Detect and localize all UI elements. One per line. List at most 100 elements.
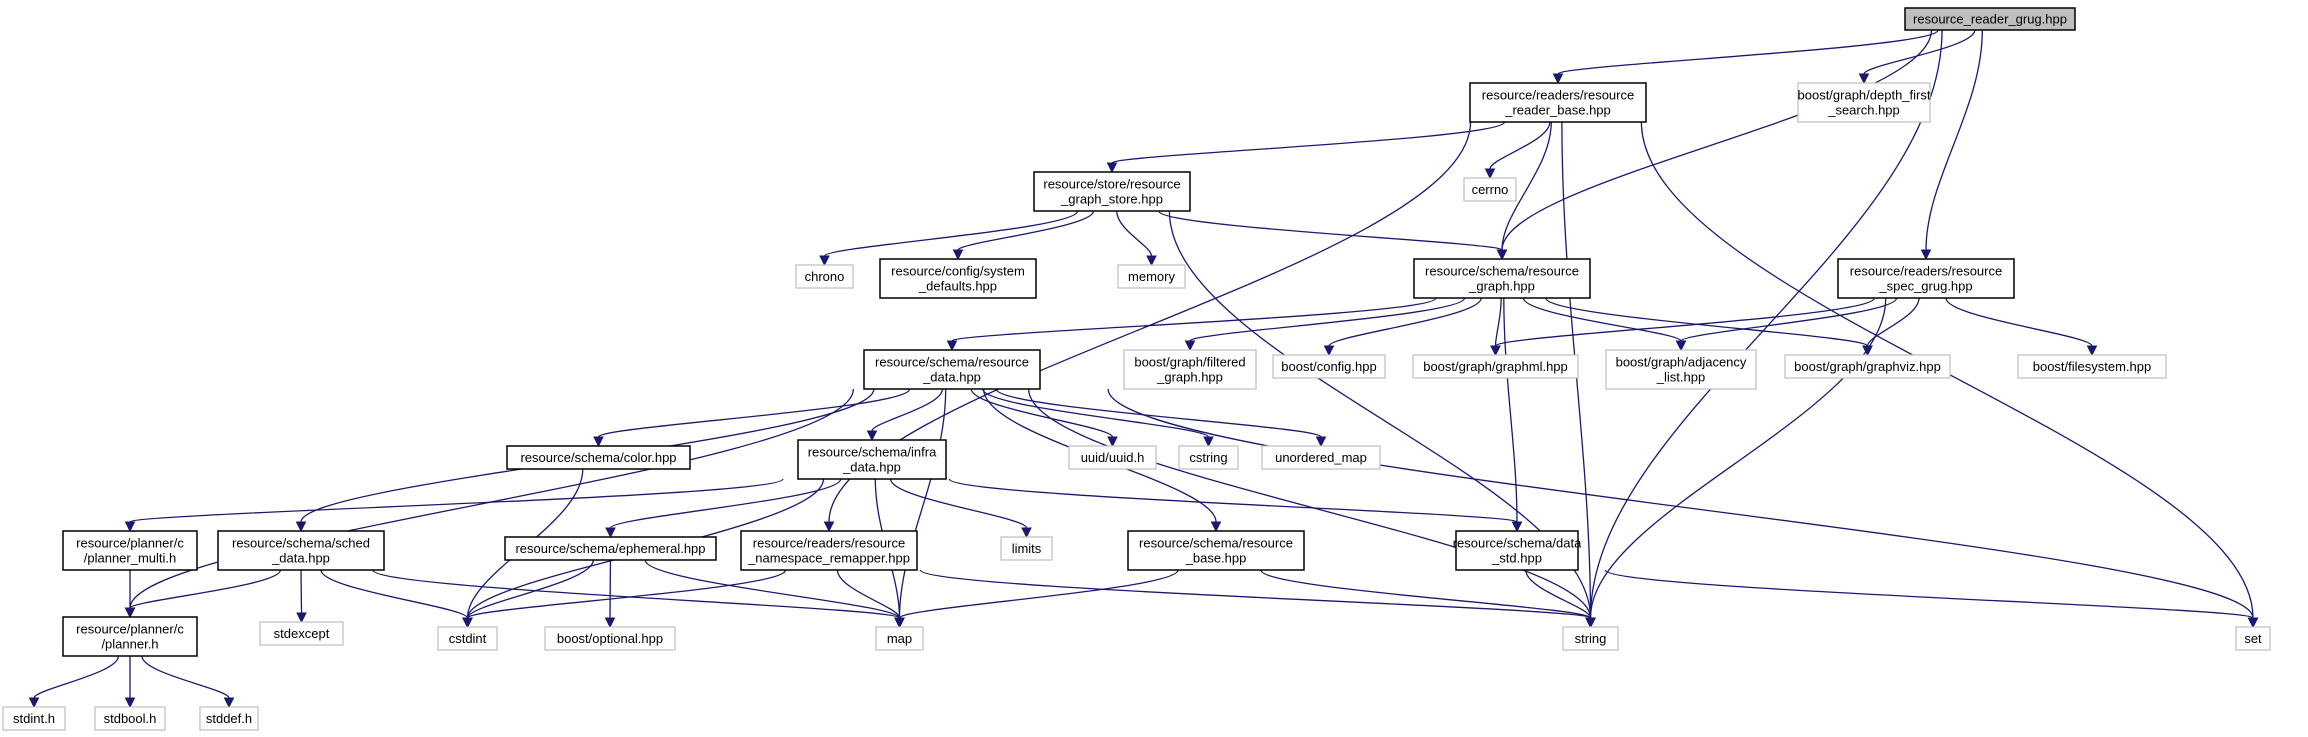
node-cstdint: cstdint xyxy=(437,626,498,651)
edge-line xyxy=(466,569,787,619)
edge-line xyxy=(372,569,901,619)
node-box xyxy=(797,439,947,480)
node-label: resource/schema/color.hpp xyxy=(520,450,676,465)
edge-line xyxy=(1027,388,1592,619)
node-reader-base[interactable]: resource/readers/resource_reader_base.hp… xyxy=(1469,82,1647,123)
node-planner[interactable]: resource/planner/c/planner.h xyxy=(62,616,198,657)
node-resource-data[interactable]: resource/schema/resource_data.hpp xyxy=(863,349,1041,390)
arrowhead-icon xyxy=(124,521,136,533)
node-box xyxy=(1412,354,1579,379)
node-label: _base.hpp xyxy=(1185,551,1247,566)
edge-line xyxy=(871,388,944,432)
node-label: limits xyxy=(1012,541,1042,556)
node-box xyxy=(1605,349,1757,390)
arrowhead-icon xyxy=(946,340,958,352)
arrowhead-icon xyxy=(2086,345,2098,357)
edge-line xyxy=(1501,29,1933,251)
edge-infra_data-to-planner_multi xyxy=(124,478,784,533)
edge-sched_data-to-map xyxy=(372,569,905,629)
node-box xyxy=(1127,530,1305,571)
node-box xyxy=(217,530,385,571)
edge-line xyxy=(823,210,1079,257)
node-label: resource/schema/ephemeral.hpp xyxy=(515,541,705,556)
edge-line xyxy=(889,478,1028,529)
node-box xyxy=(62,530,198,571)
node-box xyxy=(506,445,691,470)
arrowhead-icon xyxy=(1675,340,1687,352)
node-graphml: boost/graph/graphml.hpp xyxy=(1412,354,1579,379)
edge-line xyxy=(1680,297,1898,342)
node-label: memory xyxy=(1128,269,1175,284)
node-label: resource/config/system xyxy=(891,264,1025,279)
node-label: cstdint xyxy=(449,631,487,646)
edge-line xyxy=(1494,297,1875,347)
edge-resource_graph-to-filtered_graph xyxy=(1184,297,1466,352)
edge-resource_graph-to-data_std xyxy=(1503,297,1523,533)
node-ns-remapper[interactable]: resource/readers/resource_namespace_rema… xyxy=(740,530,918,571)
node-label: _data.hpp xyxy=(922,370,981,385)
node-label: stdint.h xyxy=(13,711,55,726)
node-label: _data.hpp xyxy=(842,460,901,475)
node-label: resource/schema/resource xyxy=(875,355,1029,370)
node-cerrno: cerrno xyxy=(1463,177,1517,202)
node-label: resource/readers/resource xyxy=(753,536,905,551)
edge-graph_store-to-memory xyxy=(1116,210,1157,267)
arrowhead-icon xyxy=(1484,168,1496,180)
node-graph-store[interactable]: resource/store/resource_graph_store.hpp xyxy=(1033,171,1191,212)
node-box xyxy=(1797,82,1931,123)
edge-line xyxy=(129,478,784,523)
edge-line xyxy=(320,569,469,619)
edge-line xyxy=(1503,297,1518,523)
edge-line xyxy=(898,388,947,619)
arrowhead-icon xyxy=(1862,345,1873,357)
edge-resource_data-to-map xyxy=(894,388,947,629)
arrowhead-icon xyxy=(1021,527,1032,539)
edge-line xyxy=(1925,29,1983,251)
node-box xyxy=(2235,626,2271,651)
edge-ns_remapper-to-cstdint xyxy=(462,569,787,629)
node-root[interactable]: resource_reader_grug.hpp xyxy=(1904,7,2076,31)
arrowhead-icon xyxy=(2247,617,2259,629)
node-label: stdexcept xyxy=(274,626,330,641)
node-spec-grug[interactable]: resource/readers/resource_spec_grug.hpp xyxy=(1837,258,2015,299)
node-infra-data[interactable]: resource/schema/infra_data.hpp xyxy=(797,439,947,480)
node-box xyxy=(544,626,676,651)
node-memory: memory xyxy=(1117,264,1186,289)
edge-resource_data-to-color xyxy=(593,388,911,448)
node-ephemeral[interactable]: resource/schema/ephemeral.hpp xyxy=(504,536,717,561)
edge-line xyxy=(995,388,1322,438)
node-data-std[interactable]: resource/schema/data_std.hpp xyxy=(1453,530,1582,571)
edge-line xyxy=(1945,297,2093,347)
node-box xyxy=(62,616,198,657)
node-box xyxy=(199,706,259,731)
node-stdexcept: stdexcept xyxy=(259,621,344,646)
node-planner-multi[interactable]: resource/planner/c/planner_multi.h xyxy=(62,530,198,571)
node-label: resource/planner/c xyxy=(76,536,184,551)
edge-root-to-spec_grug xyxy=(1920,29,1983,261)
arrowhead-icon xyxy=(1511,521,1523,533)
node-label: _spec_grug.hpp xyxy=(1878,279,1972,294)
node-color[interactable]: resource/schema/color.hpp xyxy=(506,445,691,470)
node-sched-data[interactable]: resource/schema/sched_data.hpp xyxy=(217,530,385,571)
edge-line xyxy=(609,478,842,529)
node-label: /planner.h xyxy=(101,637,158,652)
node-resource-base[interactable]: resource/schema/resource_base.hpp xyxy=(1127,530,1305,571)
node-label: _std.hpp xyxy=(1491,551,1542,566)
arrowhead-icon xyxy=(296,612,307,624)
node-box xyxy=(2,706,66,731)
edge-line xyxy=(1863,29,1976,75)
edge-spec_grug-to-string xyxy=(1585,297,1887,629)
node-box xyxy=(1562,626,1619,651)
arrowhead-icon xyxy=(819,255,830,267)
edge-data_std-to-string xyxy=(1525,569,1596,629)
edge-line xyxy=(1545,297,1869,347)
edge-line xyxy=(836,569,901,619)
node-chrono: chrono xyxy=(795,264,854,289)
node-sys-defaults[interactable]: resource/config/system_defaults.hpp xyxy=(879,258,1037,299)
edge-resource_data-to-infra_data xyxy=(866,388,944,442)
node-label: boost/graph/graphml.hpp xyxy=(1423,359,1568,374)
node-resource-graph[interactable]: resource/schema/resource_graph.hpp xyxy=(1413,258,1591,299)
edge-line xyxy=(1866,297,1920,347)
arrowhead-icon xyxy=(605,527,616,539)
arrowhead-icon xyxy=(1858,73,1870,85)
